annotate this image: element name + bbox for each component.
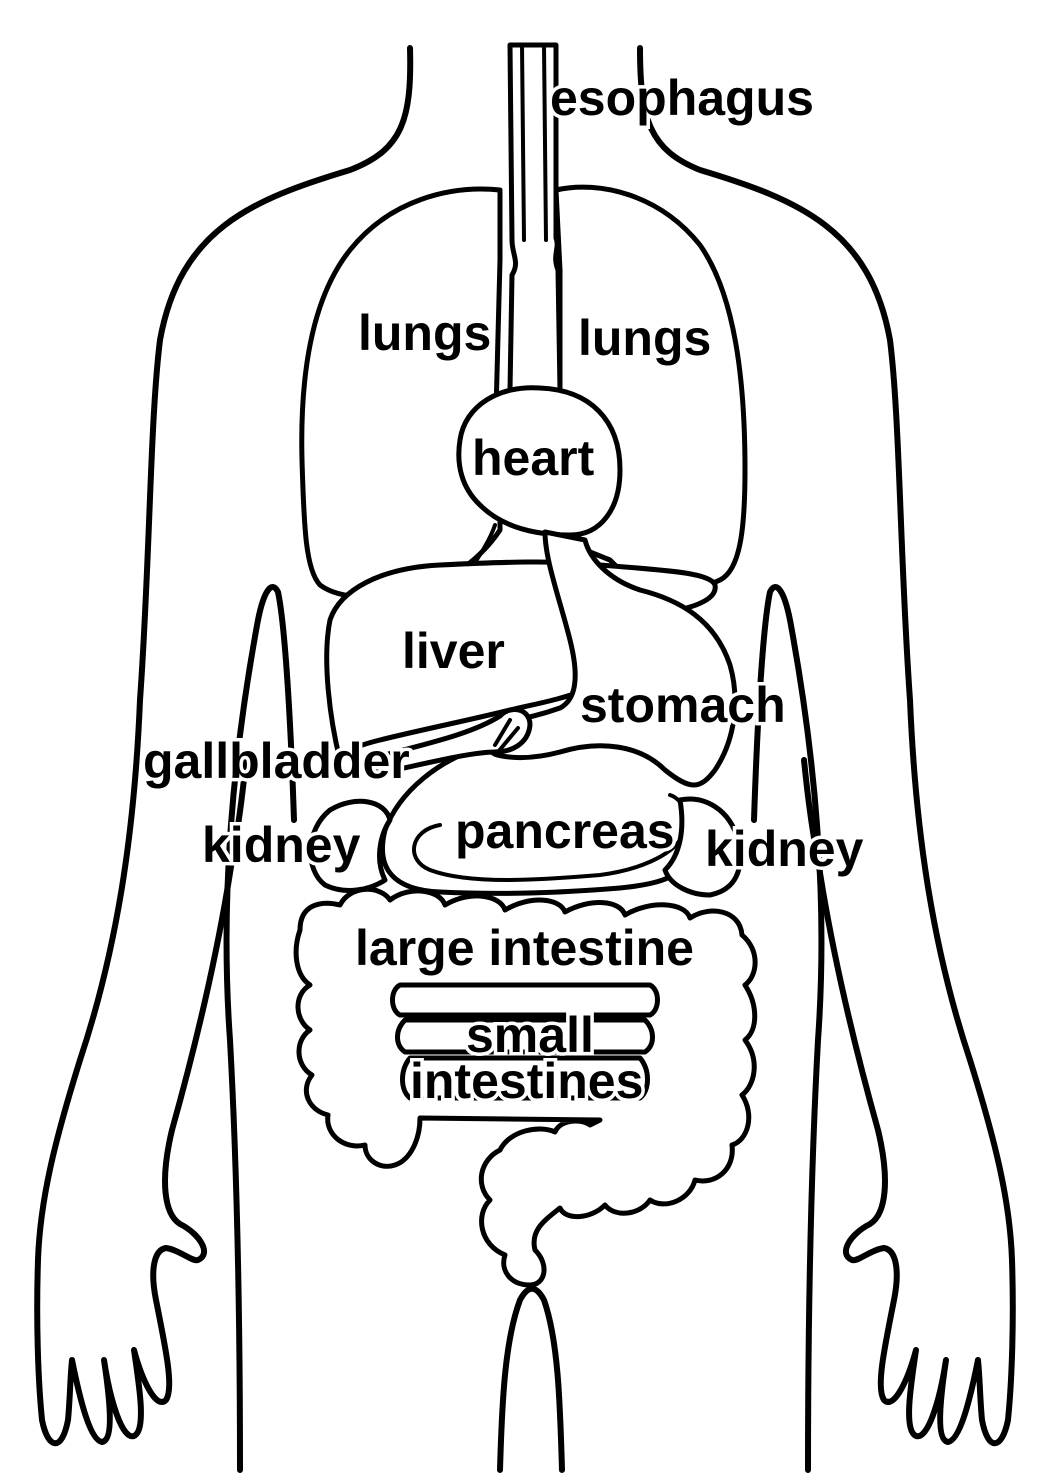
label-gallbladder: gallbladder (143, 733, 410, 789)
body-right-contour (637, 45, 1016, 1447)
body-outline (34, 45, 1016, 1473)
kidney-right-shape (662, 796, 743, 898)
label-liver: liver (402, 623, 505, 679)
label-esophagus: esophagus (550, 70, 814, 126)
label-kidney-left: kidney (202, 817, 361, 873)
small-intestines-loops (390, 982, 660, 1101)
body-left-inner-arm (223, 584, 297, 1473)
label-lungs-left: lungs (358, 305, 491, 361)
label-stomach: stomach (580, 677, 786, 733)
bile-duct (493, 718, 520, 754)
label-small-intestines-line2: intestines (410, 1053, 643, 1109)
body-crotch (497, 1285, 565, 1473)
heart-shape (456, 385, 623, 538)
stomach-lower (379, 745, 683, 896)
body-right-inner-arm (751, 584, 825, 1473)
stomach-shape (473, 529, 738, 788)
left-lung-shape (299, 186, 503, 600)
label-large-intestine: large intestine (355, 920, 694, 976)
label-pancreas: pancreas (455, 803, 675, 859)
body-left-contour (34, 45, 414, 1447)
label-small-intestines-line1: small (466, 1007, 594, 1063)
kidney-left-shape (308, 798, 393, 893)
label-kidney-right: kidney (705, 821, 864, 877)
label-lungs-right: lungs (578, 310, 711, 366)
label-heart: heart (472, 430, 595, 486)
gallbladder-shape (371, 707, 533, 775)
